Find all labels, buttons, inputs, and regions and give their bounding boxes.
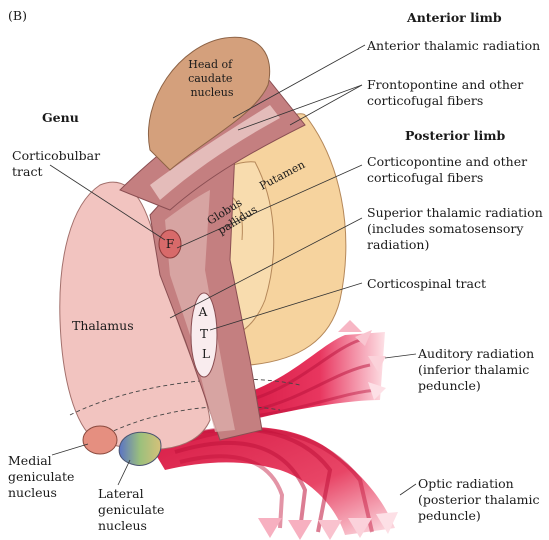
lateral-geniculate [119,432,161,465]
header-posterior-limb: Posterior limb [405,128,505,143]
label-corticopontine: Corticopontine and other corticofugal fi… [367,154,531,185]
corticobulbar-line-2: tract [12,164,42,179]
lateral-line-2: geniculate [98,502,164,517]
superior-thalamic-line-3: radiation) [367,237,429,252]
corticopontine-line-1: Corticopontine and other [367,154,527,169]
optic-radiation [150,427,398,540]
label-superior-thalamic-radiation: Superior thalamic radiation (includes so… [367,205,547,252]
optic-line-3: peduncle) [418,508,481,523]
corticobulbar-line-1: Corticobulbar [12,148,100,163]
label-head-of-caudate: Head of caudate nucleus [188,58,236,99]
frontopontine-line-2: corticofugal fibers [367,93,483,108]
caudate-line-1: Head of [188,58,233,71]
label-anterior-thalamic-radiation: Anterior thalamic radiation [366,38,540,53]
caudate-line-3: nucleus [190,86,233,99]
label-thalamus: Thalamus [72,318,134,333]
frontopontine-line-1: Frontopontine and other [367,77,523,92]
caudate-line-2: caudate [188,72,232,85]
header-genu: Genu [42,110,79,125]
somatotopy-l: L [202,347,210,361]
header-anterior-limb: Anterior limb [406,10,502,25]
auditory-line-2: (inferior thalamic [418,362,529,377]
optic-line-1: Optic radiation [418,476,514,491]
corticopontine-line-2: corticofugal fibers [367,170,483,185]
label-corticospinal: Corticospinal tract [367,276,486,291]
label-auditory-radiation: Auditory radiation (inferior thalamic pe… [417,346,538,393]
somatotopy-f: F [166,237,174,251]
label-frontopontine: Frontopontine and other corticofugal fib… [367,77,527,108]
label-corticobulbar: Corticobulbar tract [12,148,104,179]
panel-tag: (B) [8,8,27,23]
somatotopy-t: T [200,327,208,341]
lateral-line-3: nucleus [98,518,147,533]
superior-thalamic-line-2: (includes somatosensory [367,221,524,236]
label-lateral-geniculate: Lateral geniculate nucleus [98,486,168,533]
auditory-line-1: Auditory radiation [417,346,534,361]
optic-line-2: (posterior thalamic [418,492,540,507]
auditory-line-3: peduncle) [418,378,481,393]
lateral-line-1: Lateral [98,486,144,501]
medial-line-2: geniculate [8,469,74,484]
medial-geniculate [83,426,117,454]
superior-thalamic-line-1: Superior thalamic radiation [367,205,543,220]
medial-line-1: Medial [8,453,52,468]
medial-line-3: nucleus [8,485,57,500]
label-medial-geniculate: Medial geniculate nucleus [8,453,78,500]
label-optic-radiation: Optic radiation (posterior thalamic pedu… [418,476,544,523]
somatotopy-a: A [198,305,208,319]
